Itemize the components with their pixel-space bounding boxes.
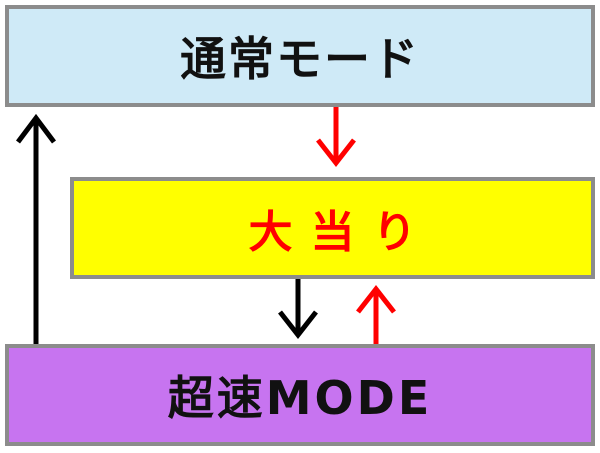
jackpot-label: 大当り xyxy=(248,207,435,258)
arrow-turbo-to-jackpot xyxy=(356,284,396,344)
arrow-turbo-to-normal xyxy=(16,113,56,344)
normal-mode-box: 通常モード xyxy=(5,5,595,107)
arrow-normal-to-jackpot xyxy=(316,107,356,168)
turbo-mode-box: 超速MODE xyxy=(5,344,595,446)
turbo-mode-label: 超速MODE xyxy=(167,371,433,425)
arrow-jackpot-to-turbo xyxy=(278,279,318,340)
normal-mode-label: 通常モード xyxy=(180,32,420,86)
jackpot-box: 大当り xyxy=(70,177,595,279)
